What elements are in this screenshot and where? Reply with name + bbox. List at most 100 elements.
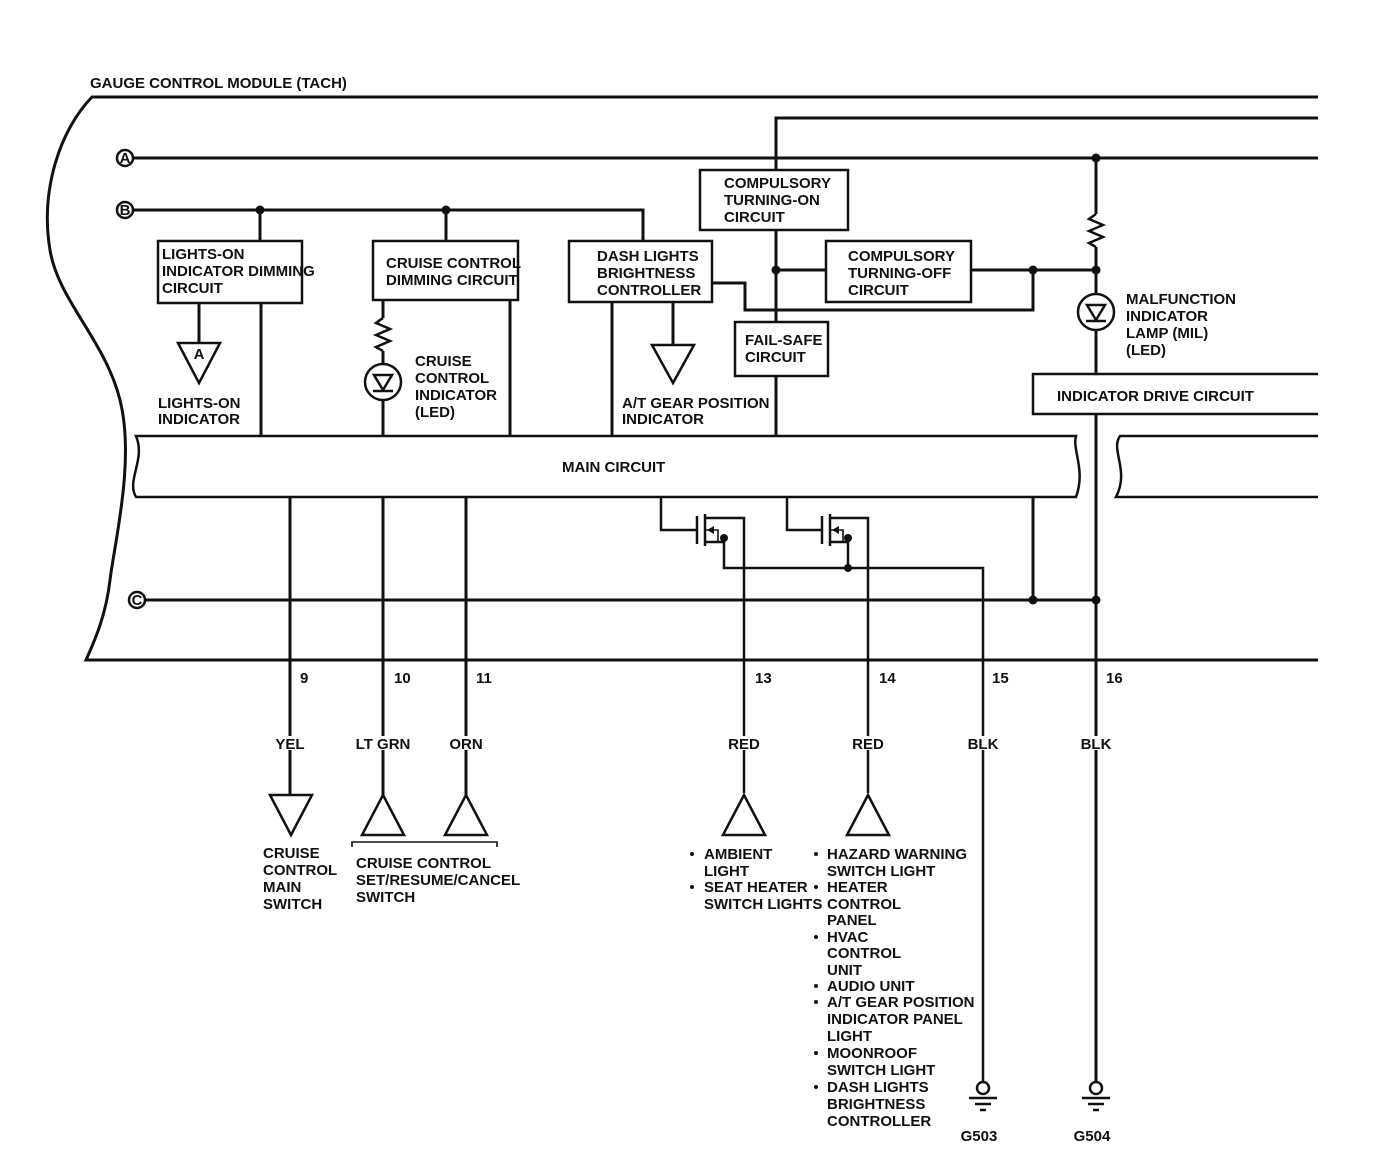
pin14-line-17: CONTROLLER xyxy=(827,1113,931,1130)
cruise-dimming-line-1: CRUISE CONTROL xyxy=(386,255,521,272)
fail-safe-line-1: FAIL-SAFE xyxy=(745,332,823,349)
bus-a: A xyxy=(115,148,1318,168)
module-outline xyxy=(45,95,1318,662)
at-gear-connector-symbol xyxy=(649,343,697,386)
mil-led-symbol xyxy=(1076,292,1116,332)
wire-color-pin15: BLK xyxy=(968,736,999,753)
lights-on-connector-symbol xyxy=(175,341,223,386)
ambient-line-4: SWITCH LIGHTS xyxy=(704,896,822,913)
connector-up-pin10 xyxy=(359,792,407,837)
dash-brightness-block: DASH LIGHTS BRIGHTNESS CONTROLLER xyxy=(567,239,714,304)
compulsory-off-block: COMPULSORY TURNING-OFF CIRCUIT xyxy=(824,239,973,304)
cruise-main-line-1: CRUISE xyxy=(263,845,320,862)
mil-line-4: (LED) xyxy=(1126,342,1166,359)
pin14-line-4: CONTROL xyxy=(827,896,901,913)
pin-number-14: 14 xyxy=(879,670,896,687)
dash-brightness-line-2: BRIGHTNESS xyxy=(597,265,695,282)
cruise-led-resistor xyxy=(372,316,394,353)
pin14-line-8: UNIT xyxy=(827,962,862,979)
wire-color-pin10: LT GRN xyxy=(356,736,411,753)
connector-up-pin14 xyxy=(844,792,892,837)
main-circuit-label: MAIN CIRCUIT xyxy=(562,459,665,476)
dash-brightness-line-1: DASH LIGHTS xyxy=(597,248,699,265)
bus-a-label: A xyxy=(120,150,131,167)
pin-number-10: 10 xyxy=(394,670,411,687)
connector-up-pin13 xyxy=(720,792,768,837)
mil-resistor xyxy=(1085,212,1107,249)
indicator-drive-label: INDICATOR DRIVE CIRCUIT xyxy=(1057,388,1254,405)
mil-line-2: INDICATOR xyxy=(1126,308,1208,325)
indicator-drive-block: INDICATOR DRIVE CIRCUIT xyxy=(1031,372,1318,416)
compulsory-off-line-3: CIRCUIT xyxy=(848,282,909,299)
cruise-main-line-2: CONTROL xyxy=(263,862,337,879)
pin14-line-14: SWITCH LIGHT xyxy=(827,1062,935,1079)
wire-color-pin9: YEL xyxy=(275,736,304,753)
lights-on-dimming-line-3: CIRCUIT xyxy=(162,280,223,297)
main-circuit-block: MAIN CIRCUIT xyxy=(131,434,1318,499)
fail-safe-block: FAIL-SAFE CIRCUIT xyxy=(733,320,830,378)
pin14-line-3: HEATER xyxy=(827,879,888,896)
pin14-line-15: DASH LIGHTS xyxy=(827,1079,929,1096)
dash-brightness-line-3: CONTROLLER xyxy=(597,282,701,299)
compulsory-off-line-1: COMPULSORY xyxy=(848,248,955,265)
cruise-main-line-3: MAIN xyxy=(263,879,301,896)
ground-g504: G504 xyxy=(1074,1080,1111,1145)
wire-color-pin14: RED xyxy=(852,736,884,753)
compulsory-on-block: COMPULSORY TURNING-ON CIRCUIT xyxy=(698,168,850,232)
pin-number-16: 16 xyxy=(1106,670,1123,687)
pin14-line-5: PANEL xyxy=(827,912,877,929)
ambient-line-2: LIGHT xyxy=(704,863,749,880)
compulsory-off-line-2: TURNING-OFF xyxy=(848,265,951,282)
ambient-line-1: AMBIENT xyxy=(704,846,772,863)
ground-g503: G503 xyxy=(961,1080,998,1145)
lights-on-connector-label: A xyxy=(194,346,205,363)
pin-number-11: 11 xyxy=(476,670,492,687)
at-gear-indicator-line-2: INDICATOR xyxy=(622,411,704,428)
connector-down-pin9 xyxy=(267,793,315,838)
wire-color-pin16: BLK xyxy=(1081,736,1112,753)
compulsory-on-line-3: CIRCUIT xyxy=(724,209,785,226)
pin14-line-6: HVAC xyxy=(827,929,869,946)
ambient-list: AMBIENT LIGHT SEAT HEATER SWITCH LIGHTS xyxy=(690,846,822,913)
cruise-led-symbol xyxy=(363,362,403,402)
cruise-set-line-1: CRUISE CONTROL xyxy=(356,855,491,872)
at-gear-indicator-line-1: A/T GEAR POSITION xyxy=(622,395,770,412)
ground-g504-label: G504 xyxy=(1074,1128,1111,1145)
pin14-line-11: INDICATOR PANEL xyxy=(827,1011,963,1028)
pin14-line-12: LIGHT xyxy=(827,1028,872,1045)
ground-g503-label: G503 xyxy=(961,1128,998,1145)
wire-colors: YEL LT GRN ORN RED RED BLK BLK xyxy=(275,736,1112,753)
cruise-led-line-1: CRUISE xyxy=(415,353,472,370)
transistor-pin14 xyxy=(785,497,870,793)
pin14-line-1: HAZARD WARNING xyxy=(827,846,967,863)
bus-c: C xyxy=(127,590,1101,610)
pin-number-13: 13 xyxy=(755,670,772,687)
lights-on-indicator-line-1: LIGHTS-ON xyxy=(158,395,241,412)
compulsory-on-line-1: COMPULSORY xyxy=(724,175,831,192)
bus-b: B xyxy=(115,200,645,243)
pin14-line-13: MOONROOF xyxy=(827,1045,917,1062)
cruise-led-line-4: (LED) xyxy=(415,404,455,421)
cruise-led-line-2: CONTROL xyxy=(415,370,489,387)
pin14-line-9: AUDIO UNIT xyxy=(827,978,915,995)
pin14-line-2: SWITCH LIGHT xyxy=(827,863,935,880)
pin-number-9: 9 xyxy=(300,670,308,687)
cruise-main-line-4: SWITCH xyxy=(263,896,322,913)
wire-color-pin11: ORN xyxy=(449,736,482,753)
cruise-led-line-3: INDICATOR xyxy=(415,387,497,404)
pin14-destination-list: HAZARD WARNING SWITCH LIGHT HEATER CONTR… xyxy=(814,846,975,1130)
cruise-set-bracket xyxy=(351,841,498,847)
wire-top-right xyxy=(774,116,1318,170)
pin14-line-16: BRIGHTNESS xyxy=(827,1096,925,1113)
cruise-set-line-3: SWITCH xyxy=(356,889,415,906)
cruise-dimming-line-2: DIMMING CIRCUIT xyxy=(386,272,518,289)
pin14-line-10: A/T GEAR POSITION xyxy=(827,994,975,1011)
bus-c-label: C xyxy=(132,592,143,609)
cruise-set-line-2: SET/RESUME/CANCEL xyxy=(356,872,520,889)
lights-on-indicator-line-2: INDICATOR xyxy=(158,411,240,428)
lights-on-dimming-block: LIGHTS-ON INDICATOR DIMMING CIRCUIT xyxy=(156,239,315,305)
fail-safe-line-2: CIRCUIT xyxy=(745,349,806,366)
lights-on-dimming-line-1: LIGHTS-ON xyxy=(162,246,245,263)
connector-up-pin11 xyxy=(442,792,490,837)
